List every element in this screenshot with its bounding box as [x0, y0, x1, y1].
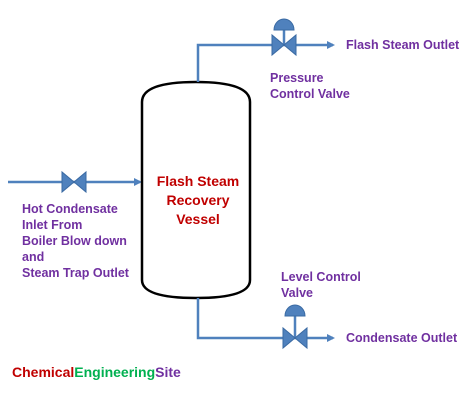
pressure-control-valve-icon[interactable] [271, 18, 297, 57]
hot-condensate-inlet-label: Hot Condensate Inlet From Boiler Blow do… [22, 202, 129, 280]
condensate-pipe [196, 298, 335, 342]
inlet-valve-icon[interactable] [61, 170, 87, 194]
level-control-valve-label: Level Control Valve [281, 270, 361, 300]
level-control-valve-icon[interactable] [282, 304, 308, 350]
vessel-label: Flash Steam Recovery Vessel [156, 173, 240, 227]
condensate-outlet-label: Condensate Outlet [346, 331, 458, 345]
flash-steam-outlet-label: Flash Steam Outlet [346, 38, 460, 52]
brand-part-site: Site [155, 364, 181, 380]
flash-vessel[interactable] [140, 80, 252, 300]
pressure-control-valve-label: Pressure Control Valve [270, 71, 350, 101]
brand-logo[interactable]: ChemicalEngineeringSite [12, 364, 181, 380]
brand-part-chemical: Chemical [12, 364, 75, 380]
brand-part-engineering: Engineering [74, 364, 156, 380]
